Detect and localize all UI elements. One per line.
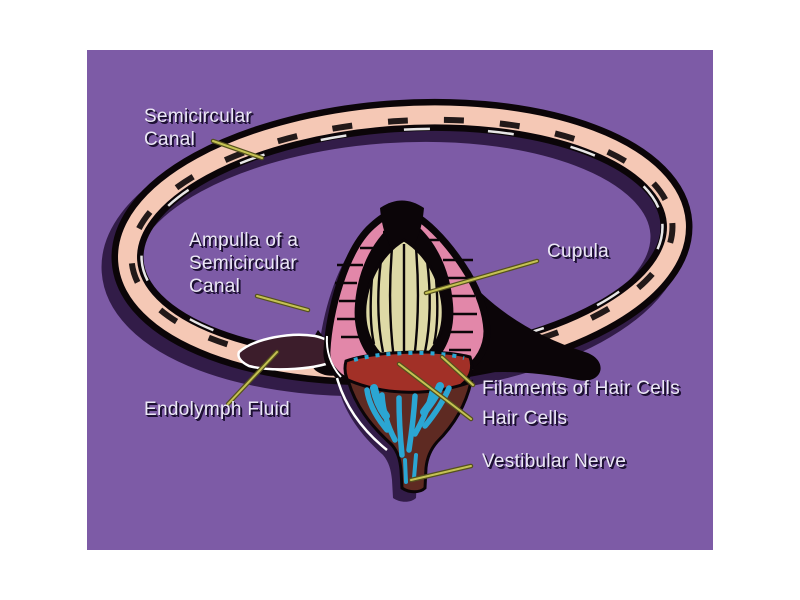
leader-hair-cells [398, 363, 472, 420]
hair-cell-cilia-dashes [353, 350, 465, 362]
canal-sketch-dashes [128, 116, 676, 368]
leader-semicircular-canal [212, 140, 263, 159]
label-filaments-of-hair-cells: Filaments of Hair Cells [482, 378, 681, 399]
label-endolymph-fluid: Endolymph Fluid [144, 399, 291, 420]
leader-ampulla [256, 295, 309, 311]
leader-filaments [441, 356, 474, 386]
cupula-striations [369, 244, 439, 363]
label-vestibular-nerve: Vestibular Nerve [482, 451, 627, 472]
leader-vestibular-nerve [410, 465, 472, 481]
cupula-flame [380, 200, 424, 264]
label-hair-cells: Hair Cells [482, 408, 568, 429]
leader-endolymph-fluid [227, 351, 278, 405]
label-semicircular-canal: Semicircular Canal [144, 106, 253, 150]
canal-ampulla-junction-right [460, 270, 601, 381]
nerve-funnel-highlight [335, 377, 388, 451]
label-cupula: Cupula [547, 241, 610, 262]
nerve-fibers [364, 382, 452, 484]
canal-inner-highlight [140, 127, 664, 357]
leader-lines [210, 138, 540, 483]
ampulla-edge-highlight [325, 335, 342, 378]
label-ampulla-of-a-semicircular-canal: Ampulla of a Semicircular Canal [189, 230, 299, 297]
leader-cupula [425, 260, 538, 294]
